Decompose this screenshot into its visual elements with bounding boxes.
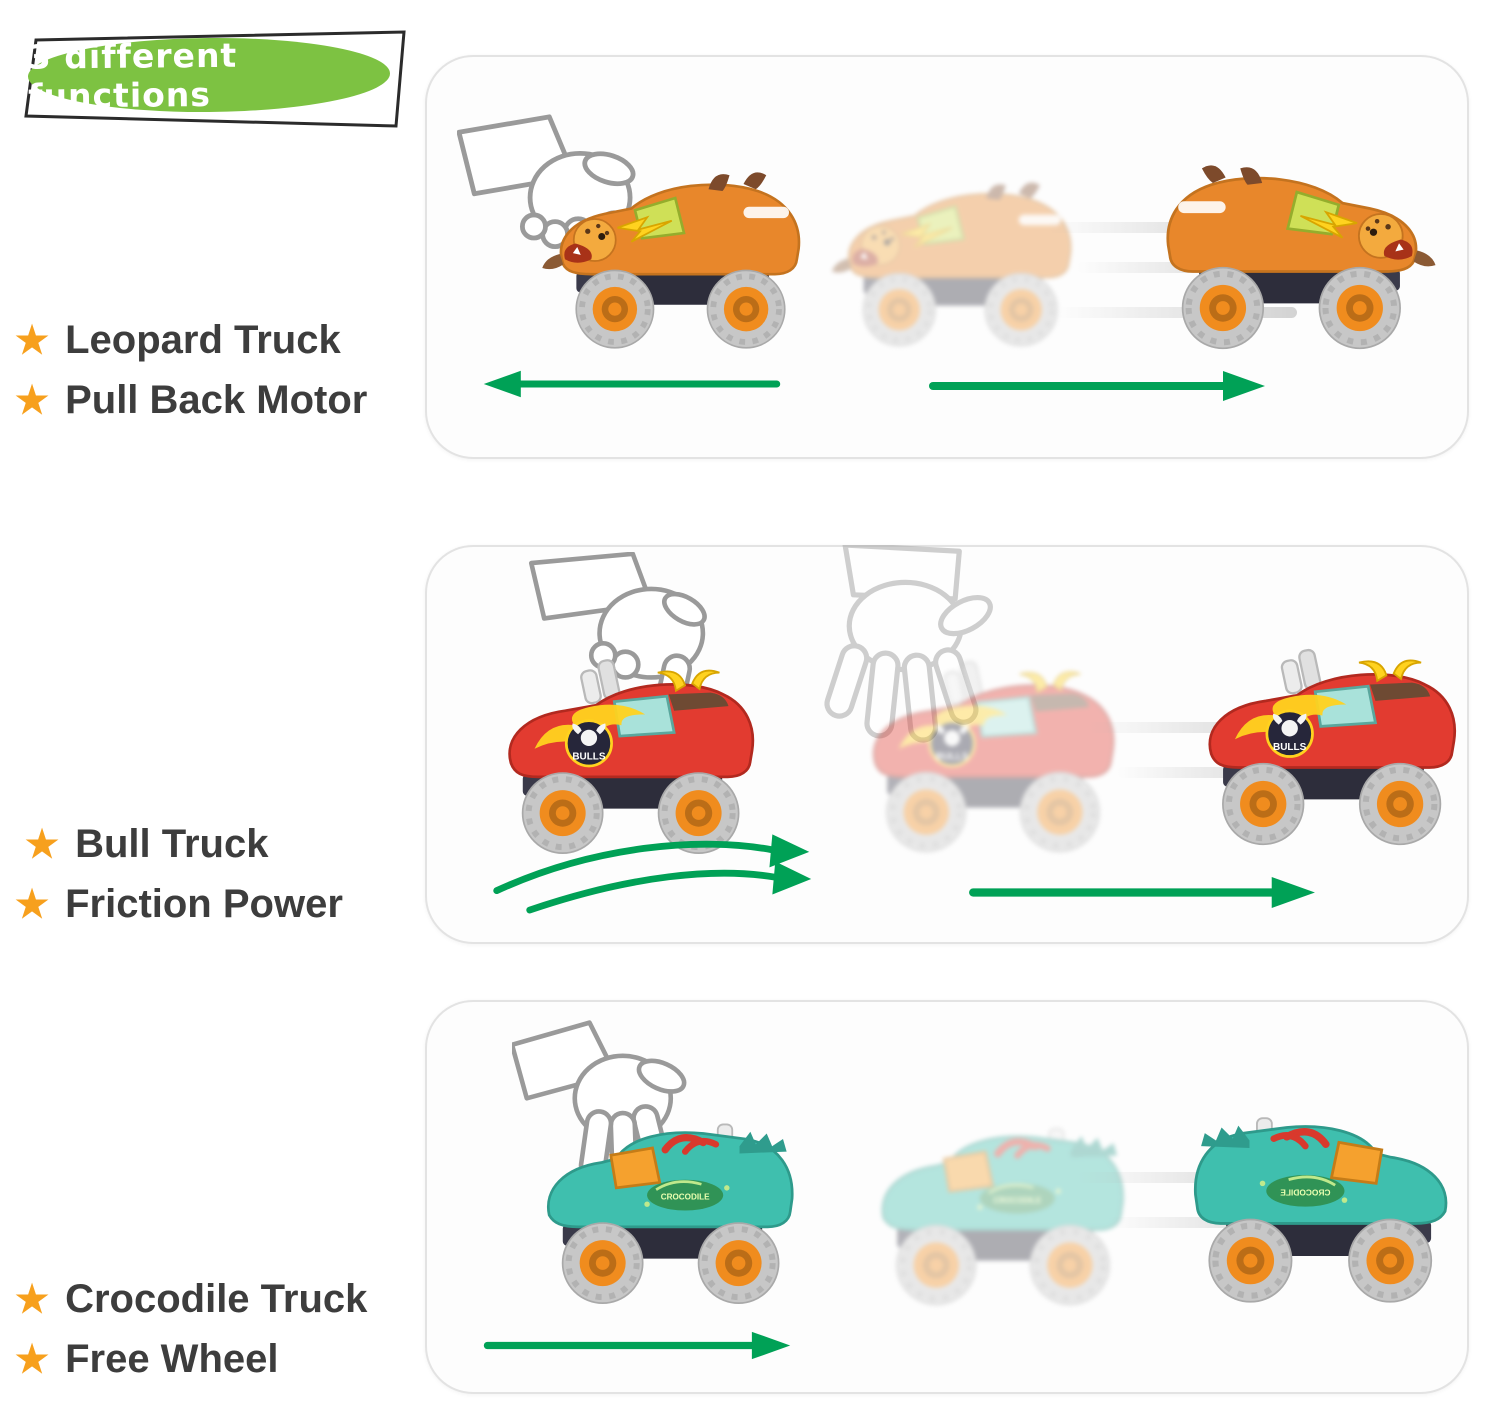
crocodile-label-row-2: ★ Free Wheel xyxy=(15,1337,278,1382)
motion-streak xyxy=(1047,222,1277,233)
star-icon: ★ xyxy=(15,319,50,362)
motion-streak xyxy=(1057,307,1297,318)
motion-streak xyxy=(1087,722,1307,733)
star-icon: ★ xyxy=(25,823,60,866)
bull-label-row-2: ★ Friction Power xyxy=(15,882,343,927)
star-icon: ★ xyxy=(15,1338,50,1381)
leopard-truck-ghost-image xyxy=(827,161,1087,356)
leopard-label-row-2: ★ Pull Back Motor xyxy=(15,378,367,423)
functions-badge: 3 different functions xyxy=(22,28,417,133)
free-wheel-label: Free Wheel xyxy=(65,1337,279,1381)
crocodile-truck-label: Crocodile Truck xyxy=(65,1277,368,1321)
leopard-truck-image xyxy=(537,149,817,359)
crocodile-truck-ghost-image xyxy=(857,1102,1142,1316)
star-icon: ★ xyxy=(15,379,50,422)
friction-power-label: Friction Power xyxy=(65,882,343,926)
motion-streak xyxy=(1077,1172,1307,1183)
pull-back-motor-label: Pull Back Motor xyxy=(65,378,368,422)
star-icon: ★ xyxy=(15,883,50,926)
arrow-left-icon xyxy=(482,369,782,399)
star-icon: ★ xyxy=(15,1278,50,1321)
leopard-truck-moving-image xyxy=(1149,141,1441,360)
bull-panel xyxy=(425,545,1469,944)
bull-truck-ghost-image xyxy=(847,649,1132,863)
motion-streak xyxy=(1117,767,1317,778)
crocodile-truck-image xyxy=(522,1097,812,1315)
arrow-right-icon xyxy=(482,1330,792,1361)
curved-arrows-icon xyxy=(487,809,817,916)
bull-truck-label: Bull Truck xyxy=(75,822,269,866)
bull-truck-moving-image xyxy=(1182,637,1474,856)
arrow-right-icon xyxy=(927,369,1267,403)
leopard-label-row-1: ★ Leopard Truck xyxy=(15,318,341,363)
arrow-right-icon xyxy=(967,875,1317,910)
crocodile-label-row-1: ★ Crocodile Truck xyxy=(15,1277,367,1322)
leopard-truck-label: Leopard Truck xyxy=(65,318,341,362)
bull-label-row-1: ★ Bull Truck xyxy=(25,822,268,867)
badge-label: 3 different functions xyxy=(28,36,391,116)
crocodile-panel xyxy=(425,1000,1469,1394)
leopard-panel xyxy=(425,55,1469,459)
crocodile-truck-moving-image xyxy=(1175,1090,1473,1314)
